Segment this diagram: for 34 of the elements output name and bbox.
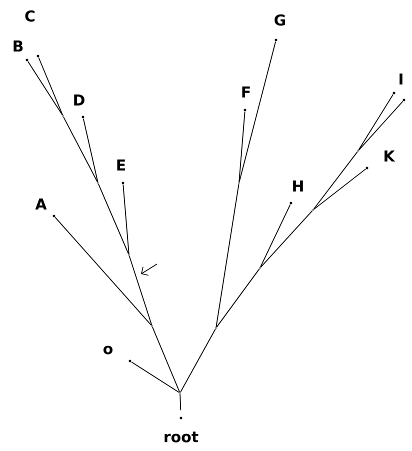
branch-line bbox=[38, 57, 63, 116]
leaf-label: o bbox=[104, 346, 112, 354]
branch-line bbox=[260, 210, 313, 268]
leaf-label: A bbox=[35, 198, 47, 210]
branch-line bbox=[152, 326, 180, 392]
branch-line bbox=[216, 268, 260, 328]
branch-line bbox=[98, 184, 129, 254]
branch-line bbox=[131, 362, 180, 393]
leaf-label: I bbox=[400, 74, 402, 84]
branch-line bbox=[82, 118, 98, 182]
branch-line bbox=[238, 41, 276, 182]
leaf-label: F bbox=[242, 86, 250, 98]
branch-line bbox=[313, 168, 366, 210]
branch-line bbox=[180, 328, 216, 392]
leaf-label: K bbox=[384, 150, 396, 162]
branch-line bbox=[260, 204, 291, 268]
branch-line bbox=[313, 151, 358, 210]
branch-line bbox=[358, 94, 394, 150]
branch-line bbox=[238, 111, 246, 182]
branch-line bbox=[358, 100, 404, 151]
branch-line bbox=[180, 394, 182, 411]
branch-line bbox=[63, 116, 98, 182]
leaf-label: root bbox=[164, 432, 198, 442]
branch-line bbox=[122, 184, 130, 254]
branch-line bbox=[128, 256, 152, 326]
branch-line bbox=[54, 216, 152, 326]
leaf-label: B bbox=[14, 40, 23, 52]
leaf-label: H bbox=[293, 180, 303, 192]
leaf-label: D bbox=[74, 94, 84, 106]
branch-line bbox=[28, 61, 63, 116]
leaf-label: G bbox=[274, 14, 286, 26]
leaf-label: E bbox=[117, 160, 126, 170]
leaf-label: C bbox=[25, 10, 35, 22]
branch-line bbox=[216, 184, 240, 328]
